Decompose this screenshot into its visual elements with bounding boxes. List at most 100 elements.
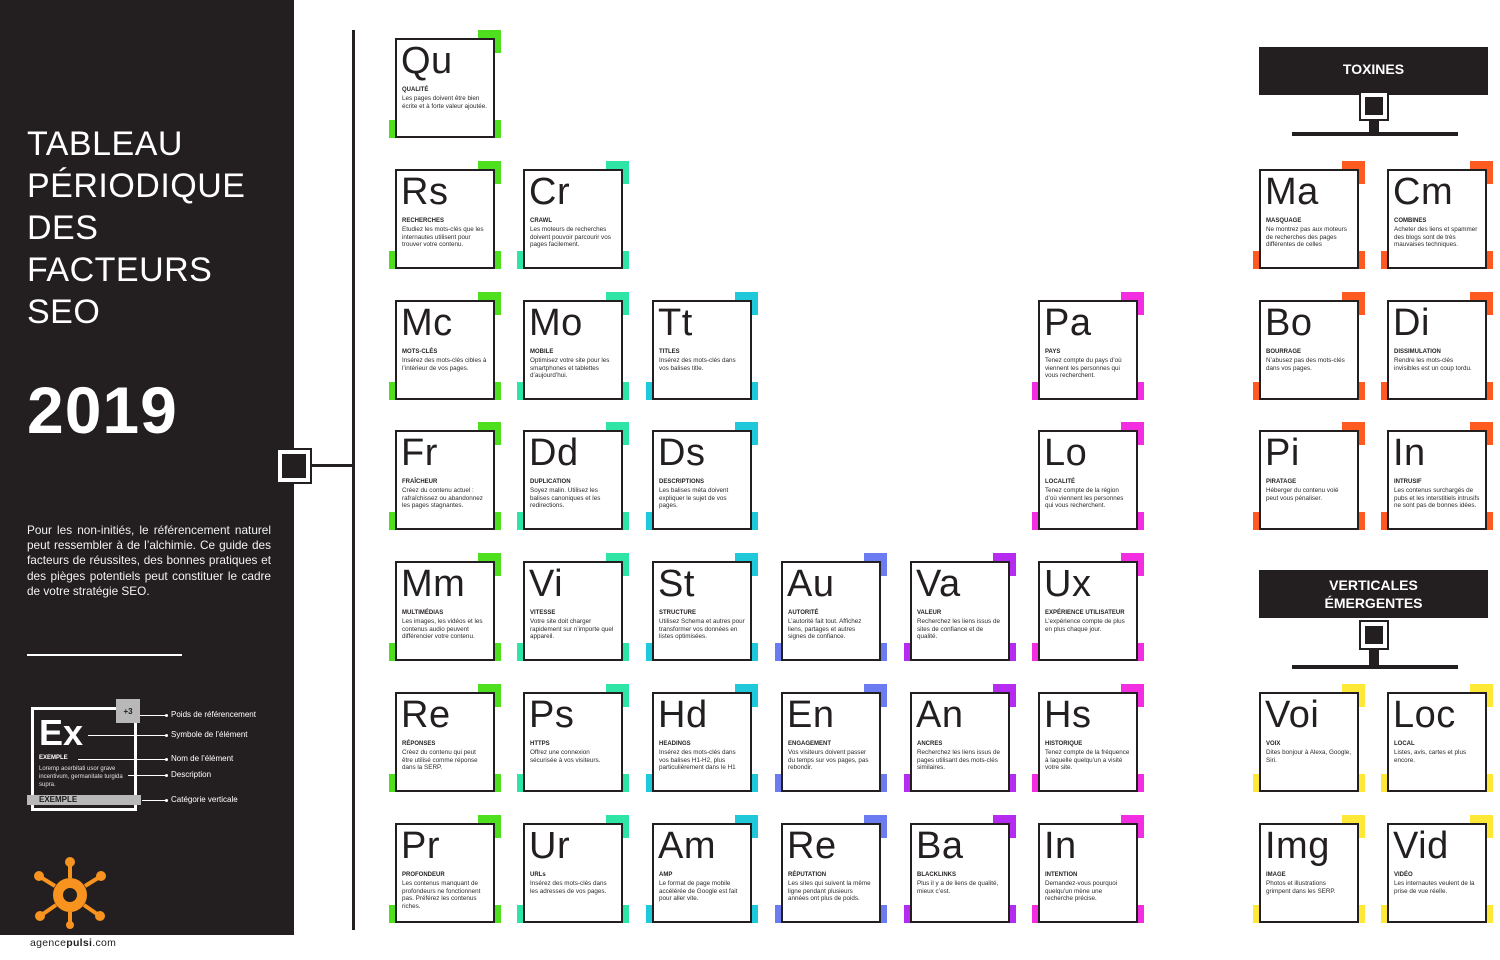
element-tile-crawl: +3ARCHITECTURECrCRAWLLes moteurs de rech… — [517, 161, 629, 273]
element-frame — [652, 692, 752, 792]
element-symbol: Ma — [1265, 171, 1319, 213]
element-frame — [1038, 561, 1138, 661]
element-symbol: Re — [401, 694, 451, 736]
connector-node — [276, 448, 312, 484]
element-name: ENGAGEMENT — [788, 741, 832, 747]
element-description: Les contenus manquant de profondeurs ne … — [402, 880, 481, 910]
element-name: FRAÎCHEUR — [402, 479, 438, 485]
legend-label-description: Description — [171, 770, 212, 779]
element-description: Héberger du contenu volé peut vous pénal… — [1266, 487, 1339, 502]
element-symbol: Ds — [658, 432, 706, 474]
element-frame — [910, 692, 1010, 792]
element-tile-piratage: -1TOXINESPiPIRATAGEHéberger du contenu v… — [1253, 422, 1365, 534]
element-symbol: Ux — [1044, 563, 1092, 605]
leader-line — [140, 715, 166, 716]
title-line-4: FACTEURS — [27, 251, 213, 289]
element-frame — [523, 430, 623, 530]
element-frame — [523, 823, 623, 923]
section-bar — [1292, 132, 1458, 136]
legend-label-name: Nom de l’élément — [171, 754, 234, 763]
element-tile-multimédias: +2CONTENUMmMULTIMÉDIASLes images, les vi… — [389, 553, 501, 665]
element-frame — [652, 561, 752, 661]
element-frame — [910, 561, 1010, 661]
element-tile-localité: +2UTILISATEURLoLOCALITÉTenez compte de l… — [1032, 422, 1144, 534]
element-frame — [523, 561, 623, 661]
element-name: MOBILE — [530, 349, 554, 355]
section-stem — [1359, 620, 1389, 650]
element-symbol: Au — [787, 563, 835, 605]
element-symbol: Cr — [529, 171, 571, 213]
leader-line — [78, 759, 166, 760]
element-symbol: Mm — [401, 563, 466, 605]
element-tile-recherches: +3CONTENURsRECHERCHESEtudiez les mots-cl… — [389, 161, 501, 273]
element-symbol: In — [1044, 825, 1077, 867]
element-name: LOCALITÉ — [1045, 479, 1075, 485]
element-description: Utilisez Schema et autres pour transform… — [659, 618, 745, 641]
element-description: Soyez malin. Utilisez les balises canoni… — [530, 487, 601, 510]
element-description: Rendre les mots-clés invisibles est un c… — [1394, 357, 1472, 372]
year: 2019 — [27, 373, 178, 447]
element-name: EXPÉRIENCE UTILISATEUR — [1045, 610, 1125, 616]
leader-dot — [165, 734, 168, 737]
element-tile-réputation: +1CONFIANCEReRÉPUTATIONLes sites qui sui… — [775, 815, 887, 927]
element-description: Listes, avis, cartes et plus encore. — [1394, 749, 1467, 764]
section-stem-link — [1369, 650, 1379, 666]
element-symbol: Fr — [401, 432, 438, 474]
element-description: Tenez compte du pays d’où viennent les p… — [1045, 357, 1122, 380]
legend-symbol: Ex — [39, 712, 84, 753]
element-tile-masquage: -3TOXINESMaMASQUAGENe montrez pas aux mo… — [1253, 161, 1365, 273]
element-description: Insérez des mots-clés dans vos balises t… — [659, 357, 736, 372]
element-name: VITESSE — [530, 610, 556, 616]
element-frame — [1259, 169, 1359, 269]
element-description: Optimisez votre site pour les smartphone… — [530, 357, 610, 380]
element-name: MOTS-CLÉS — [402, 349, 438, 355]
element-description: Demandez-vous pourquoi quelqu’un mène un… — [1045, 880, 1118, 903]
element-symbol: Rs — [401, 171, 449, 213]
element-description: Tenez compte de la région d’où viennent … — [1045, 487, 1124, 510]
element-frame — [395, 38, 495, 138]
element-symbol: Di — [1393, 302, 1430, 344]
element-name: PAYS — [1045, 349, 1061, 355]
element-frame — [1038, 823, 1138, 923]
element-frame — [395, 561, 495, 661]
element-description: Les internautes veulent de la prise de v… — [1394, 880, 1475, 895]
element-description: Créez du contenu qui peut être utilisé c… — [402, 749, 478, 772]
element-frame — [523, 169, 623, 269]
element-name: STRUCTURE — [659, 610, 696, 616]
element-tile-mobile: +3ARCHITECTUREMoMOBILEOptimisez votre si… — [517, 292, 629, 404]
element-symbol: Ba — [916, 825, 964, 867]
element-symbol: Mc — [401, 302, 453, 344]
element-tile-headings: +2HTMLHdHEADINGSInsérez des mots-clés da… — [646, 684, 758, 796]
element-symbol: Pi — [1265, 432, 1300, 474]
connector-line — [305, 464, 354, 467]
element-tile-ancres: +2LIENSAnANCRESRecherchez les liens issu… — [904, 684, 1016, 796]
element-name: CRAWL — [530, 218, 552, 224]
element-tile-expérience-utilisateur: +2UTILISATEURUxEXPÉRIENCE UTILISATEURL’e… — [1032, 553, 1144, 665]
sidebar: TABLEAU PÉRIODIQUE DES FACTEURS SEO 2019… — [0, 0, 294, 935]
element-name: VOIX — [1266, 741, 1281, 747]
title-line-5: SEO — [27, 293, 101, 331]
element-description: Plus il y a de liens de qualité, mieux c… — [917, 880, 999, 895]
element-tile-fraîcheur: +2CONTENUFrFRAÎCHEURCréez du contenu act… — [389, 422, 501, 534]
element-name: DUPLICATION — [530, 479, 571, 485]
element-frame — [523, 300, 623, 400]
leader-line — [88, 735, 166, 736]
element-name: LOCAL — [1394, 741, 1415, 747]
element-name: PROFONDEUR — [402, 872, 445, 878]
element-symbol: Cm — [1393, 171, 1454, 213]
element-name: RÉPUTATION — [788, 872, 827, 878]
section-header-verticales: VERTICALES ÉMERGENTES — [1259, 570, 1488, 618]
element-symbol: Voi — [1265, 694, 1320, 736]
leader-dot — [165, 774, 168, 777]
element-frame — [781, 823, 881, 923]
element-name: ANCRES — [917, 741, 943, 747]
element-frame — [1038, 430, 1138, 530]
element-description: Les contenus surchargés de pubs et les i… — [1394, 487, 1480, 510]
element-description: Recherchez les liens issus de sites de c… — [917, 618, 1000, 641]
element-symbol: Ur — [529, 825, 571, 867]
element-symbol: En — [787, 694, 835, 736]
element-symbol: Bo — [1265, 302, 1313, 344]
element-tile-local: VERTICALES ÉMERGENTESLocLOCALListes, avi… — [1381, 684, 1493, 796]
element-frame — [781, 692, 881, 792]
element-description: Créez du contenu actuel : rafraîchissez … — [402, 487, 483, 510]
